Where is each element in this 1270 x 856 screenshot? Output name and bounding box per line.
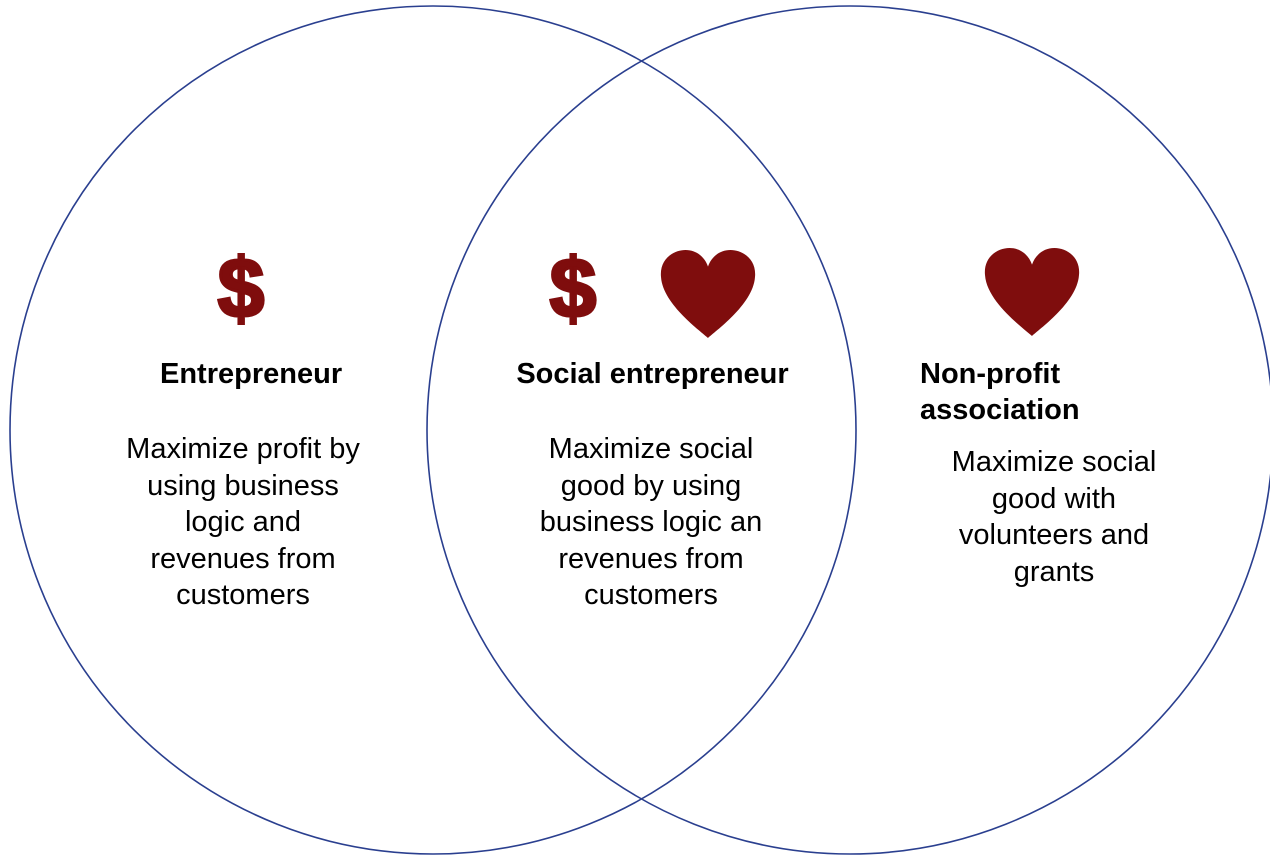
non-profit-circle [426,5,1270,855]
entrepreneur-circle [9,5,857,855]
entrepreneur-title: Entrepreneur [160,358,343,390]
non-profit-description: Maximize social good with volunteers and… [951,446,1157,588]
non-profit-heart-icon [983,248,1081,338]
entrepreneur-description: Maximize profit by using business logic … [126,433,360,611]
social-entrepreneur-heart-icon [659,250,757,340]
social-entrepreneur-description: Maximize social good by using business l… [539,433,763,611]
entrepreneur-dollar-icon: $ [216,241,266,335]
non-profit-title: Non-profit association [920,358,1080,426]
social-entrepreneur-dollar-icon: $ [548,241,598,335]
social-entrepreneur-title: Social entrepreneur [516,358,789,390]
